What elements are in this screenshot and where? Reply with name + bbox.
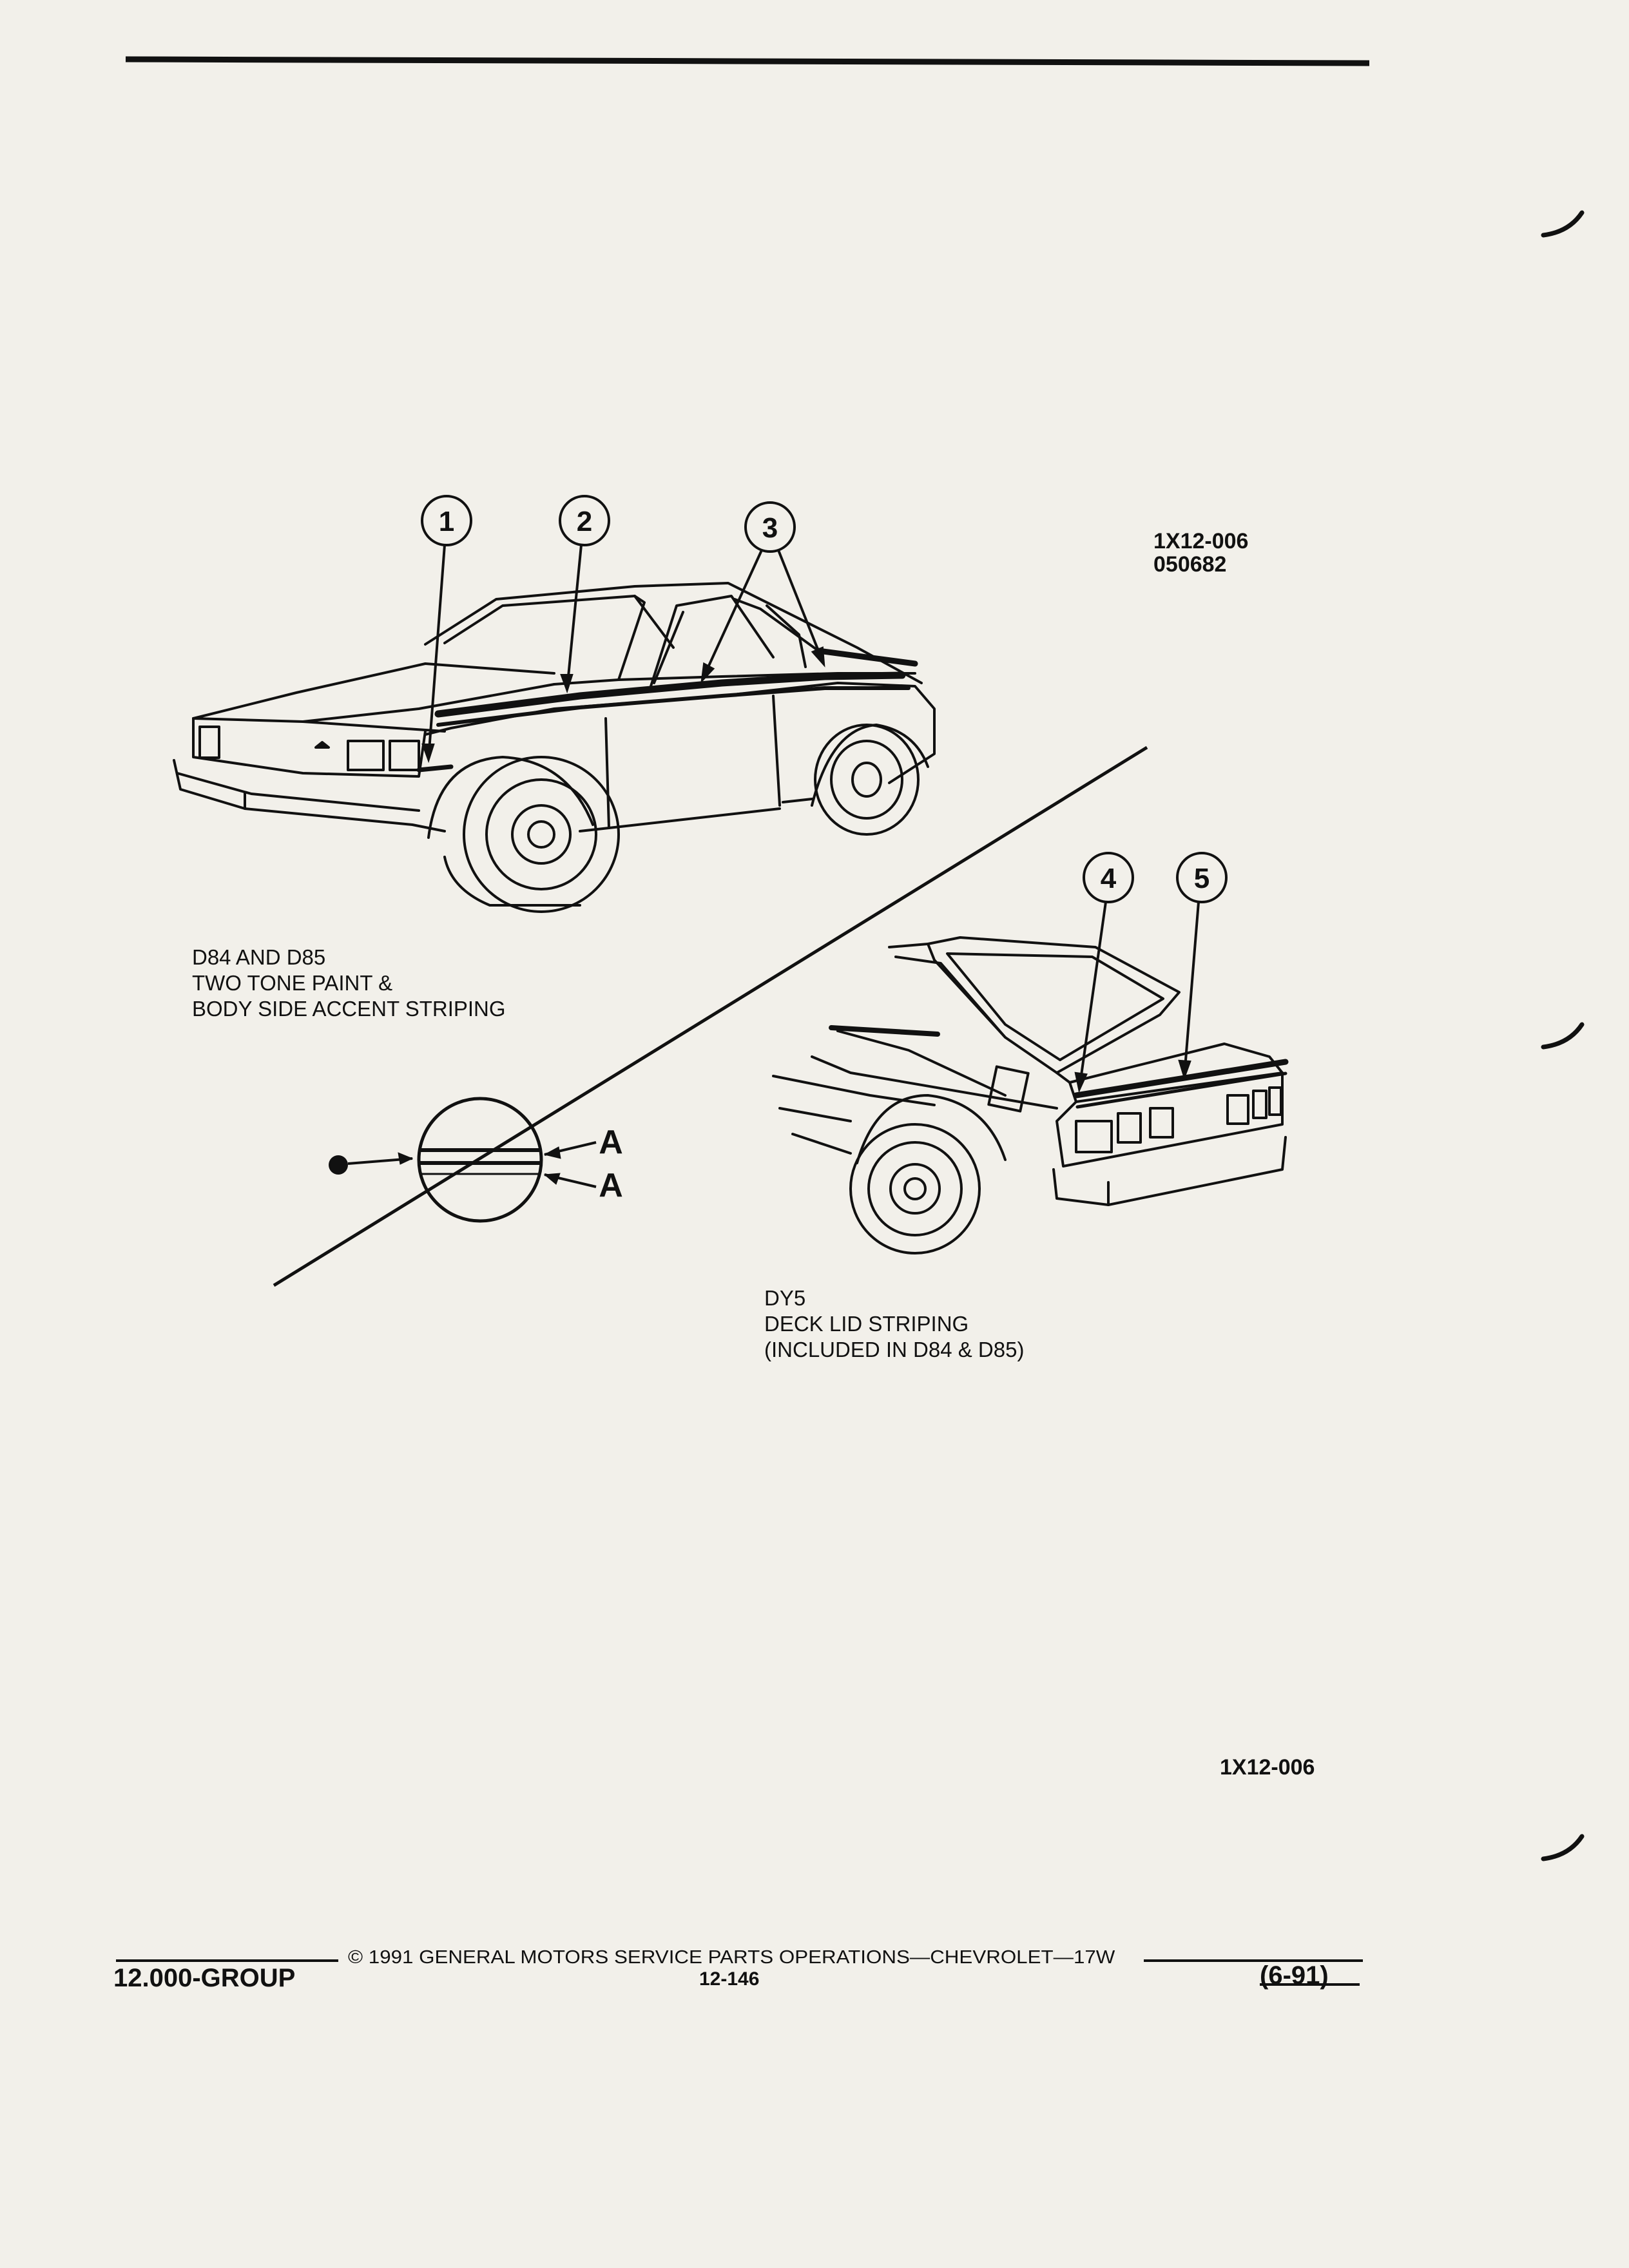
callout-1: 1 [439, 506, 454, 537]
caption-front-line2: TWO TONE PAINT & [192, 971, 393, 995]
rear-car-illustration [772, 936, 1287, 1254]
figure-ref-code: 1X12-006 [1153, 529, 1249, 553]
binder-marks [1541, 210, 1585, 1861]
figure-code-bottom: 1X12-006 [1220, 1755, 1315, 1780]
caption-front-line1: D84 AND D85 [192, 945, 326, 969]
footer-date-code: (6-91) [1260, 1961, 1329, 1990]
caption-front-line3: BODY SIDE ACCENT STRIPING [192, 997, 506, 1021]
detail-label-a-lower: A [599, 1167, 623, 1204]
footer-group: 12.000-GROUP [113, 1964, 296, 1992]
detail-label-a-upper: A [599, 1124, 623, 1161]
footer-page-number: 12-146 [699, 1968, 760, 1990]
divider-diagonal [273, 745, 1148, 1287]
rear-car-stripes [829, 1025, 1289, 1109]
top-rule [125, 56, 1370, 66]
callouts [421, 495, 1228, 1093]
figure-ref-date: 050682 [1153, 552, 1227, 577]
footer-copyright: © 1991 GENERAL MOTORS SERVICE PARTS OPER… [348, 1947, 1115, 1968]
front-car-illustration [173, 582, 936, 913]
front-car-stripes [416, 648, 918, 773]
caption-rear-line3: (INCLUDED IN D84 & D85) [764, 1338, 1025, 1361]
caption-rear-line2: DECK LID STRIPING [764, 1312, 969, 1336]
callout-3: 3 [762, 512, 778, 544]
callout-4: 4 [1101, 863, 1117, 894]
stripe-detail [329, 1097, 597, 1223]
caption-rear-line1: DY5 [764, 1286, 806, 1310]
callout-2: 2 [577, 506, 592, 537]
callout-5: 5 [1194, 863, 1210, 894]
callout-numbers: 1 2 3 4 5 A A [439, 506, 1210, 1204]
